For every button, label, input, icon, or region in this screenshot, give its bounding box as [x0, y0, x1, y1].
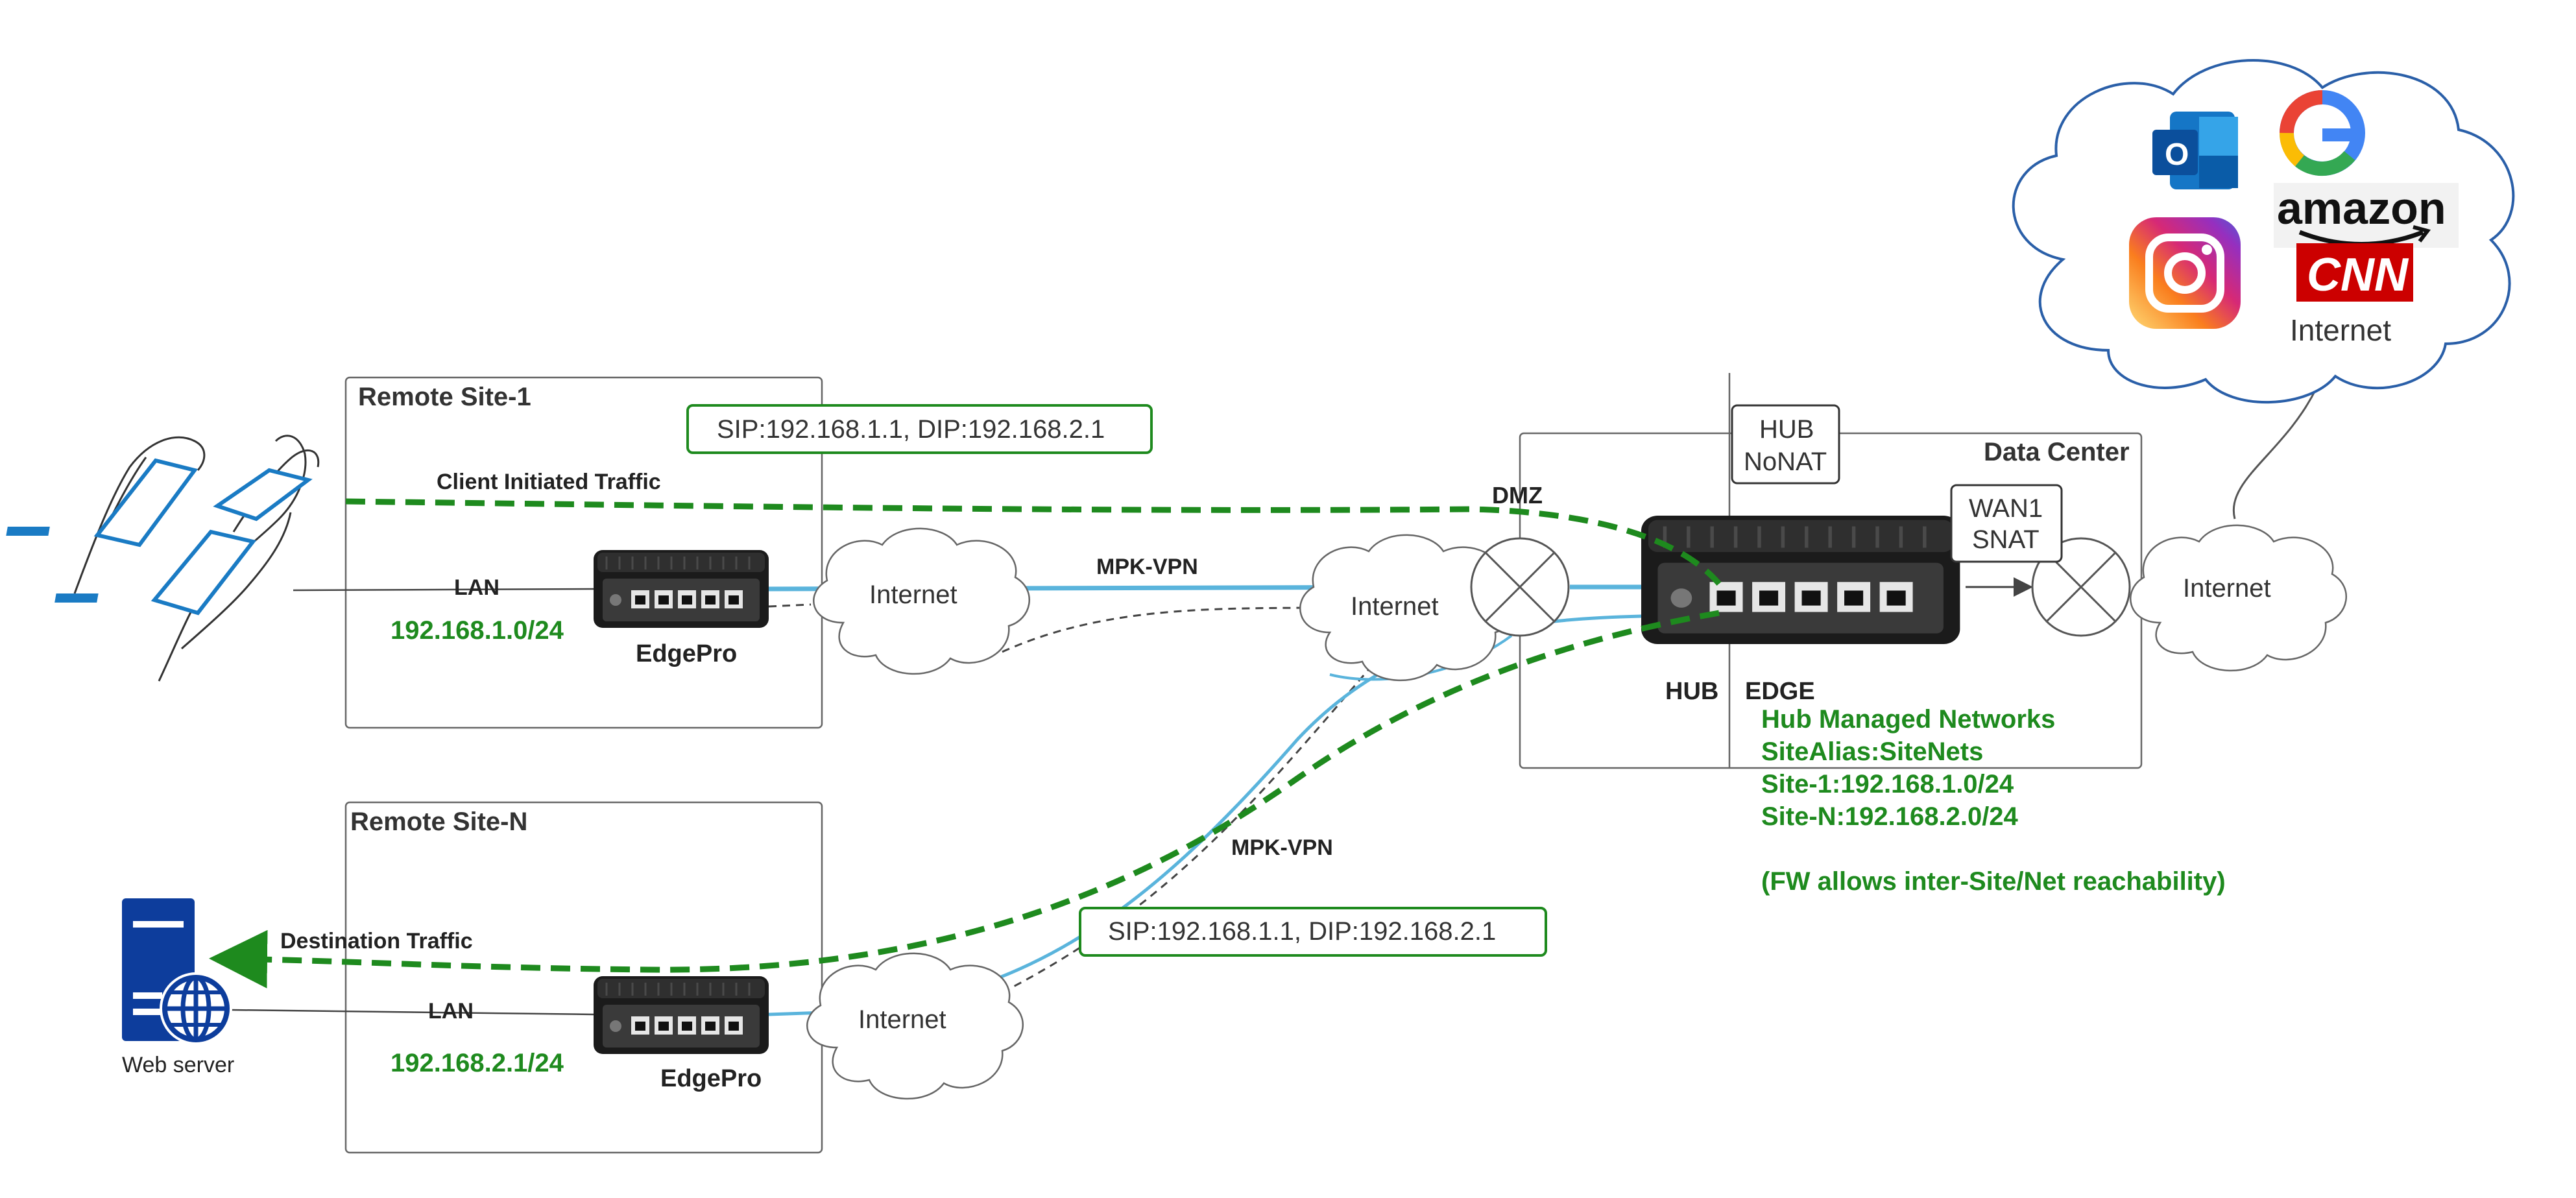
wan-router-icon: [2031, 537, 2131, 637]
siten-edgepro-device: [592, 975, 770, 1055]
hub-nonat-line1: HUB: [1759, 415, 1814, 444]
site1-edgepro-device: [592, 549, 770, 629]
siten-internet-cloud: Internet: [806, 952, 1024, 1100]
packet-box-1: SIP:192.168.1.1, DIP:192.168.2.1: [686, 404, 1153, 454]
hub-networks-line-1: Hub Managed Networks: [1761, 705, 2055, 734]
hub-networks-note: (FW allows inter-Site/Net reachability): [1761, 867, 2226, 896]
destination-traffic-path: [209, 610, 1720, 988]
packet-box-2-text: SIP:192.168.1.1, DIP:192.168.2.1: [1108, 917, 1496, 946]
remote-site-1-box: [344, 376, 823, 729]
client-initiated-traffic-path: [345, 498, 1722, 586]
wan1-snat-box: WAN1 SNAT: [1950, 484, 2063, 563]
middle-internet-label: Internet: [1351, 592, 1439, 621]
remote-site-n-title: Remote Site-N: [350, 808, 527, 836]
packet-box-2: SIP:192.168.1.1, DIP:192.168.2.1: [1079, 907, 1547, 957]
hub-networks-line-4: Site-N:192.168.2.0/24: [1761, 802, 2019, 831]
google-icon: [2280, 90, 2365, 176]
site1-internet-dashed-path: [768, 603, 1318, 653]
web-server-label: Web server: [122, 1053, 234, 1077]
destination-traffic-label: Destination Traffic: [280, 929, 473, 953]
hub-networks-line-3: Site-1:192.168.1.0/24: [1761, 770, 2014, 798]
dmz-label: DMZ: [1492, 482, 1543, 509]
dc-internet-cloud: Internet: [2130, 524, 2348, 672]
mobile-clients-icon: [6, 435, 320, 682]
web-server-icon: [122, 898, 232, 1045]
siten-internet-dashed-path: [1002, 669, 1370, 994]
siten-lan-line: [231, 1009, 594, 1016]
cnn-label: CNN: [2307, 249, 2409, 301]
amazon-icon: amazon: [2274, 183, 2459, 248]
remote-site-1-subnet: 192.168.1.0/24: [391, 616, 564, 645]
amazon-label: amazon: [2277, 183, 2446, 234]
hub-edge-device: [1641, 516, 1960, 644]
site1-internet-label: Internet: [869, 581, 957, 609]
remote-site-1: Remote Site-1 192.168.1.0/24 EdgePro: [344, 376, 823, 729]
remote-site-n: Remote Site-N 192.168.2.1/24 EdgePro: [344, 801, 823, 1154]
site1-internet-cloud: Internet: [813, 527, 1031, 675]
wan1-snat-line2: SNAT: [1972, 525, 2040, 554]
client-initiated-traffic-label: Client Initiated Traffic: [437, 470, 661, 494]
hub-nonat-box: HUB NoNAT: [1731, 404, 1840, 485]
edge-label: EDGE: [1745, 678, 1815, 705]
site1-lan-line: [293, 588, 594, 592]
hub-networks-info: Hub Managed Networks SiteAlias:SiteNets …: [1761, 705, 2226, 896]
instagram-icon: [2129, 217, 2241, 329]
outlook-icon: O: [2152, 112, 2238, 189]
wan1-snat-line1: WAN1: [1969, 494, 2043, 523]
data-center-title: Data Center: [1984, 438, 2130, 466]
packet-box-1-text: SIP:192.168.1.1, DIP:192.168.2.1: [717, 415, 1105, 444]
hub-label: HUB: [1665, 678, 1718, 705]
hub-networks-line-2: SiteAlias:SiteNets: [1761, 737, 1983, 766]
remote-site-n-box: [344, 801, 823, 1154]
apps-internet-label: Internet: [2290, 313, 2391, 347]
remote-site-1-device-label: EdgePro: [636, 640, 737, 667]
siten-internet-label: Internet: [858, 1005, 946, 1034]
site1-lan-label: LAN: [454, 575, 500, 600]
vpn-label-top: MPK-VPN: [1096, 555, 1198, 579]
cnn-icon: CNN: [2296, 243, 2413, 302]
remote-site-1-title: Remote Site-1: [358, 383, 531, 411]
remote-site-n-subnet: 192.168.2.1/24: [391, 1049, 564, 1077]
outlook-letter: O: [2165, 138, 2189, 172]
dc-internet-label: Internet: [2183, 574, 2271, 603]
hub-nonat-line2: NoNAT: [1744, 448, 1827, 476]
dmz-router-icon: [1470, 537, 1570, 637]
vpn-label-bottom: MPK-VPN: [1231, 835, 1333, 860]
remote-site-n-device-label: EdgePro: [660, 1065, 762, 1092]
apps-internet-cloud: Internet O amazon: [2012, 59, 2515, 403]
siten-lan-label: LAN: [428, 999, 474, 1024]
internet-to-cloud-link: [2232, 389, 2317, 520]
